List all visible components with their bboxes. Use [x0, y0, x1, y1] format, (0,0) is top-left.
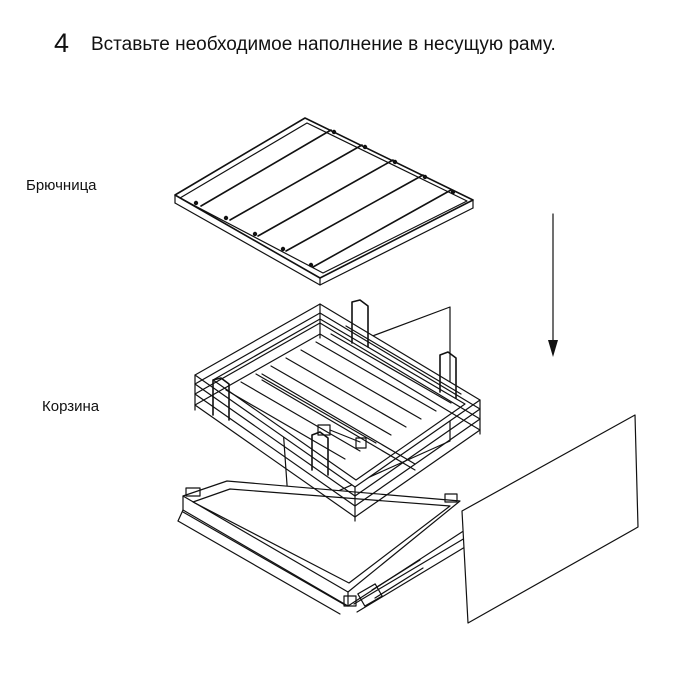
step-number: 4: [54, 28, 70, 58]
down-arrow-icon: [548, 213, 558, 357]
front-panel: [461, 414, 639, 624]
trouser-rack-illustration: [174, 117, 474, 286]
rack-label: Брючница: [26, 177, 97, 194]
step-instruction: Вставьте необходимое наполнение в несущу…: [91, 34, 556, 55]
basket-label: Корзина: [42, 398, 100, 415]
drawer-frame-illustration: [177, 480, 466, 615]
basket-illustration: [194, 299, 481, 522]
